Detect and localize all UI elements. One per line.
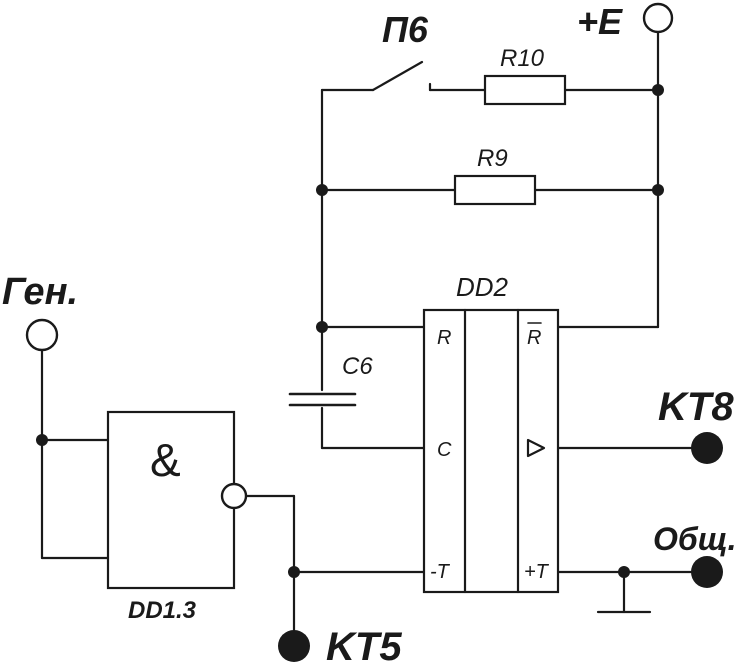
label-kt5: KT5 [326, 625, 402, 664]
junction-gen [36, 434, 48, 446]
junction-ground [618, 566, 630, 578]
resistor-r10 [483, 74, 567, 106]
pin-label-c: C [437, 439, 452, 461]
gate-dd13 [106, 410, 236, 590]
gate-inverter-bubble [220, 482, 248, 510]
junctions [36, 84, 664, 578]
switch-blade [371, 60, 424, 92]
terminal-common [691, 556, 723, 588]
label-dd2: DD2 [456, 272, 509, 302]
label-gate-symbol: & [150, 434, 181, 486]
junction-supply-r10 [652, 84, 664, 96]
pin-label-plus-t: +T [524, 561, 550, 583]
junction-left-r9 [316, 184, 328, 196]
terminal-supply [642, 2, 674, 34]
label-kt8: KT8 [658, 385, 734, 429]
terminal-kt8 [691, 432, 723, 464]
terminal-kt5 [278, 630, 310, 662]
junction-minus-t [288, 566, 300, 578]
label-dd13: DD1.3 [128, 597, 197, 624]
pin-label-rbar: R [527, 327, 541, 349]
label-c6: C6 [342, 353, 373, 380]
label-r10: R10 [500, 45, 545, 72]
label-supply: +E [577, 1, 623, 42]
output-triangle-icon [526, 438, 546, 458]
label-r9: R9 [477, 145, 508, 172]
pin-label-minus-t: -T [430, 561, 451, 583]
label-switch: П6 [382, 9, 429, 50]
junction-left-r [316, 321, 328, 333]
pin-label-r: R [437, 327, 451, 349]
label-gen: Ген. [2, 271, 78, 313]
junction-supply-r9 [652, 184, 664, 196]
wires [40, 30, 706, 642]
label-common: Общ. [653, 521, 737, 557]
terminal-gen [25, 318, 59, 352]
resistor-r9 [453, 174, 537, 206]
